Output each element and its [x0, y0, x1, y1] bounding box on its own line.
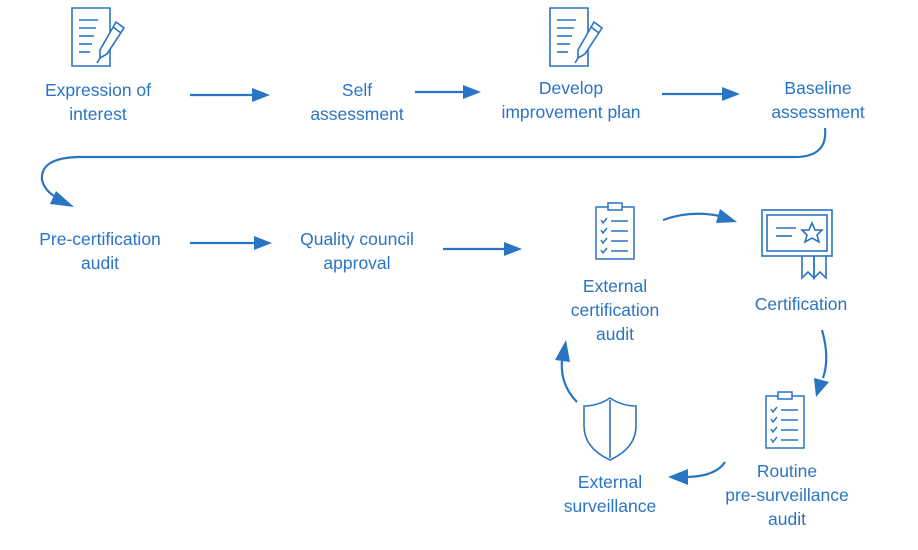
- clipboard-checklist-icon: [765, 391, 805, 449]
- arrow-extcert-to-cert: [662, 209, 737, 223]
- arrow-develop-to-baseline: [662, 87, 740, 101]
- shield-icon: [583, 397, 637, 461]
- arrow-expression-to-self: [190, 88, 270, 102]
- arrow-self-to-develop: [415, 85, 481, 99]
- arrow-extsurv-to-extcert: [555, 340, 578, 403]
- arrow-council-to-extcert: [443, 242, 522, 256]
- clipboard-checklist-icon: [595, 202, 635, 260]
- arrow-baseline-to-precert: [40, 127, 827, 207]
- document-pen-icon: [71, 7, 126, 67]
- arrow-cert-to-routine: [814, 329, 829, 397]
- arrow-precert-to-council: [190, 236, 272, 250]
- arrow-routine-to-extsurv: [668, 461, 726, 485]
- certificate-icon: [761, 209, 833, 280]
- document-pen-icon: [549, 7, 604, 67]
- step-label-certification: Certification: [754, 294, 848, 314]
